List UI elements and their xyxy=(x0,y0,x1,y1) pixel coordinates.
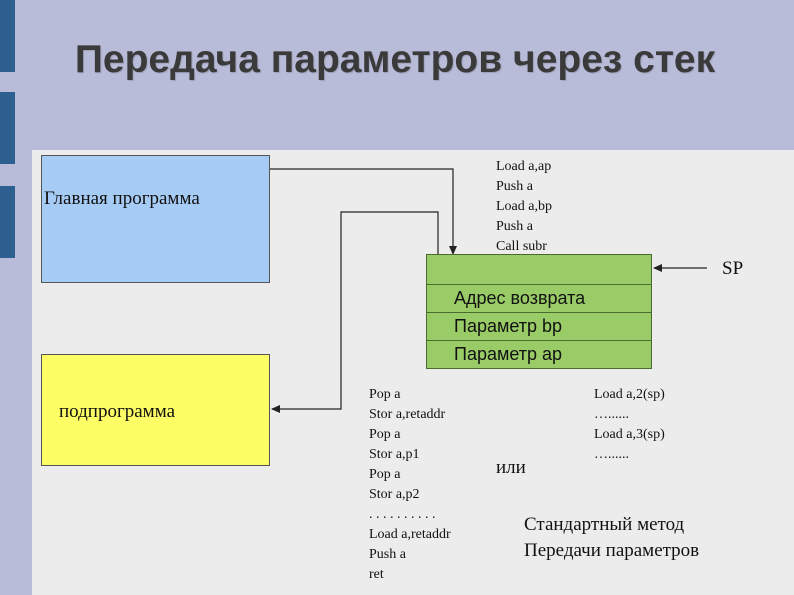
callee-offset-code: Load a,2(sp) …...... Load a,3(sp) ….....… xyxy=(594,385,665,465)
standard-method-caption: Стандартный метод Передачи параметров xyxy=(524,512,699,564)
code-line: Load a,2(sp) xyxy=(594,387,665,402)
code-line: Pop a xyxy=(369,427,401,442)
main-program-label: Главная программа xyxy=(44,188,200,209)
code-line: ret xyxy=(369,567,384,582)
code-line: Stor a,p2 xyxy=(369,487,420,502)
main-program-box: Главная программа xyxy=(41,155,270,283)
stack: Адрес возврата Параметр bp Параметр ap xyxy=(426,254,652,369)
stack-slot-param-ap: Параметр ap xyxy=(426,341,652,369)
callee-pop-code: Pop a Stor a,retaddr Pop a Stor a,p1 Pop… xyxy=(369,385,451,585)
code-line: Load a,3(sp) xyxy=(594,427,665,442)
code-line: …...... xyxy=(594,447,629,462)
code-line: Push a xyxy=(496,219,533,234)
call-arrow xyxy=(270,168,457,255)
return-arrow xyxy=(271,211,439,413)
stack-slot-return-address: Адрес возврата xyxy=(426,285,652,313)
stack-slot-top xyxy=(426,254,652,285)
code-line: Stor a,p1 xyxy=(369,447,420,462)
stack-slot-param-bp: Параметр bp xyxy=(426,313,652,341)
code-line: Push a xyxy=(369,547,406,562)
code-line: Stor a,retaddr xyxy=(369,407,446,422)
accent-bar xyxy=(0,92,15,164)
subprogram-box: подпрограмма xyxy=(41,354,270,466)
code-line: . . . . . . . . . . xyxy=(369,507,436,522)
code-line: Load a,retaddr xyxy=(369,527,451,542)
code-line: …...... xyxy=(594,407,629,422)
code-line: Pop a xyxy=(369,387,401,402)
code-line: Call subr xyxy=(496,239,547,254)
code-line: Load a,ap xyxy=(496,159,552,174)
subprogram-label: подпрограмма xyxy=(59,401,176,422)
caption-line: Стандартный метод xyxy=(524,514,685,535)
accent-bar xyxy=(0,186,15,258)
accent-bar xyxy=(0,0,15,72)
sp-label: SP xyxy=(722,258,744,279)
or-label: или xyxy=(496,457,526,478)
code-line: Pop a xyxy=(369,467,401,482)
caller-code: Load a,ap Push a Load a,bp Push a Call s… xyxy=(496,157,552,257)
caption-line: Передачи параметров xyxy=(524,540,700,561)
code-line: Load a,bp xyxy=(496,199,552,214)
code-line: Push a xyxy=(496,179,533,194)
slide-title: Передача параметров через стек xyxy=(74,38,716,81)
